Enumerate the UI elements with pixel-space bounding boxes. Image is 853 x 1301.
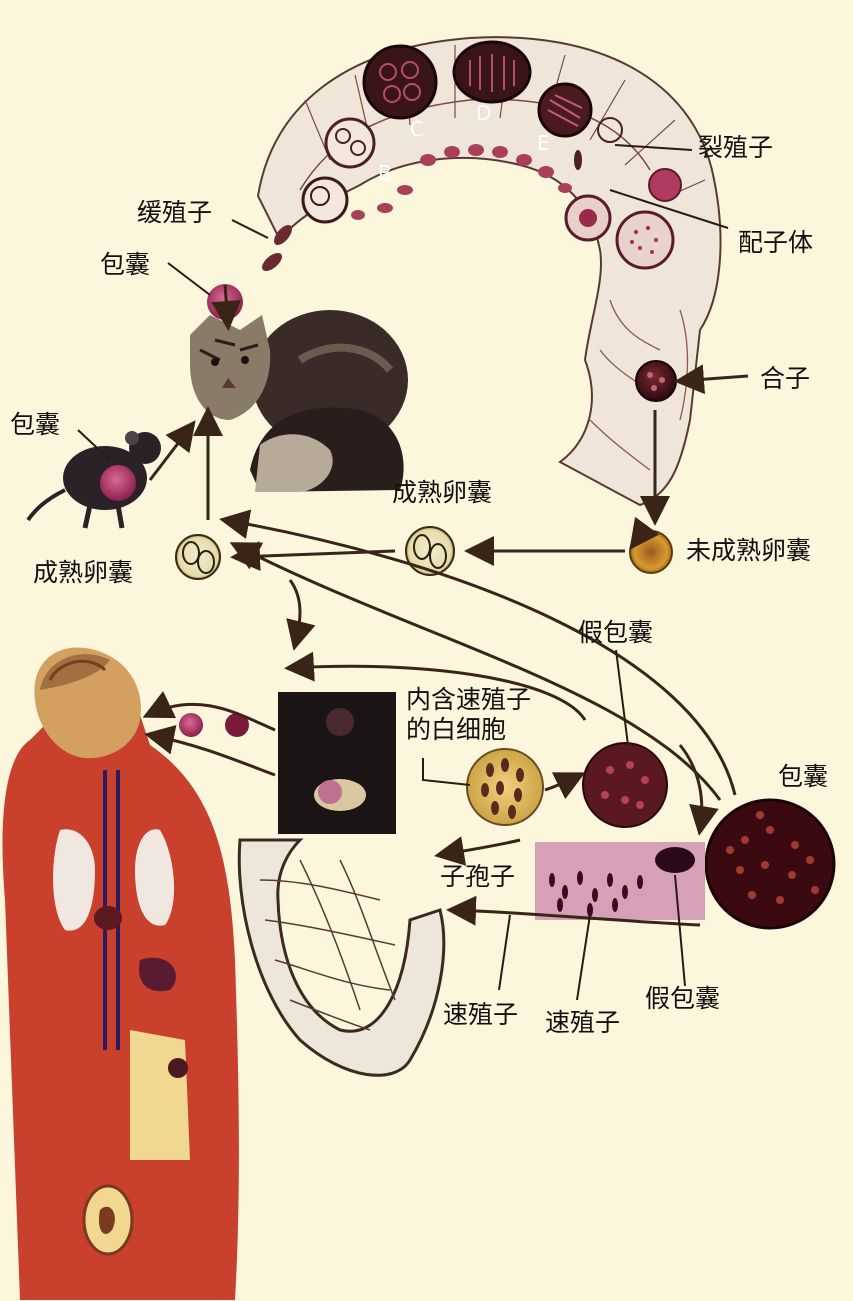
zygote-cell bbox=[636, 361, 676, 401]
label-pseudocyst-bottom: 假包囊 bbox=[645, 984, 720, 1014]
cyst-to-human-1 bbox=[179, 713, 203, 737]
stage-letter-d: D bbox=[476, 101, 491, 125]
stage-letter-e: E bbox=[537, 131, 550, 155]
label-sporozoite: 子孢子 bbox=[440, 862, 515, 892]
label-mature-oocyst-middle: 成熟卵囊 bbox=[392, 478, 492, 508]
label-leukocyte-with-tachyzoites: 内含速殖子 的白细胞 bbox=[406, 685, 556, 745]
schizont-stage-d bbox=[454, 42, 530, 102]
label-cyst-right: 包囊 bbox=[778, 762, 828, 792]
label-leukocyte-line-2: 的白细胞 bbox=[406, 715, 556, 745]
label-tachyzoite-left: 速殖子 bbox=[443, 1000, 518, 1030]
label-zygote: 合子 bbox=[760, 364, 810, 394]
oocyst-mature-middle bbox=[406, 527, 454, 575]
oocyst-mature-left bbox=[176, 535, 220, 579]
pseudocyst-top bbox=[583, 743, 667, 827]
tissue-cyst-large bbox=[706, 800, 834, 928]
leukocyte-with-tachyzoites bbox=[467, 749, 543, 825]
tachyzoite-slide bbox=[535, 842, 705, 920]
label-leukocyte-line-1: 内含速殖子 bbox=[406, 685, 556, 715]
cyst-in-mouse bbox=[100, 465, 136, 501]
label-immature-oocyst: 未成熟卵囊 bbox=[686, 536, 811, 566]
label-schizont: 裂殖子 bbox=[698, 133, 773, 163]
early-cyst-in-epithelium bbox=[303, 178, 347, 222]
oocyst-immature bbox=[630, 531, 672, 573]
cat-illustration bbox=[190, 310, 408, 492]
stage-letter-b: B bbox=[378, 161, 392, 185]
stage-letter-c: C bbox=[410, 117, 424, 141]
label-mature-oocyst-left: 成熟卵囊 bbox=[33, 558, 133, 588]
label-gametocyte: 配子体 bbox=[738, 228, 813, 258]
label-tachyzoite-right: 速殖子 bbox=[545, 1008, 620, 1038]
human-body-illustration bbox=[3, 647, 239, 1300]
label-cyst-mouse: 包囊 bbox=[10, 410, 60, 440]
label-pseudocyst-top: 假包囊 bbox=[578, 618, 653, 648]
intestine-section bbox=[239, 840, 444, 1075]
schizont-stage-c bbox=[364, 46, 436, 118]
label-bradyzoite: 缓殖子 bbox=[137, 198, 212, 228]
schizont-stage-b bbox=[326, 119, 374, 167]
label-cyst-top: 包囊 bbox=[100, 250, 150, 280]
schizont-stage-e bbox=[539, 84, 591, 136]
micrograph-leukocytes bbox=[278, 692, 396, 834]
